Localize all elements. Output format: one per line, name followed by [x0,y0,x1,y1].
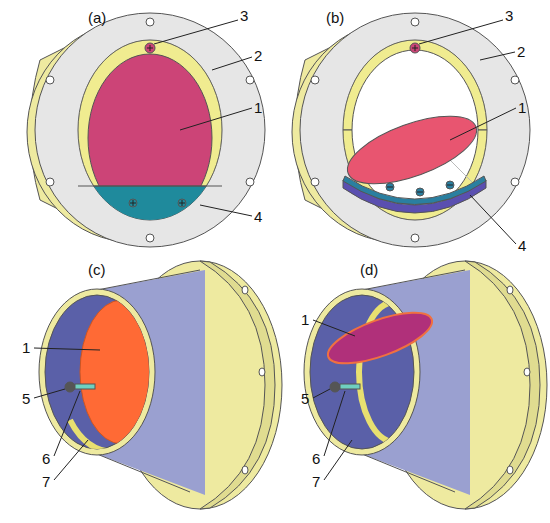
callout-number: 2 [254,48,262,63]
panel-c [34,261,282,509]
callout-number: 3 [240,8,248,23]
callout-number: 2 [517,44,525,59]
callout-number: 4 [518,238,526,253]
callout-number: 5 [22,391,30,406]
callout-number: 1 [254,100,262,115]
panel-label: (a) [88,10,106,25]
callout-number: 6 [42,451,50,466]
callout-number: 3 [505,8,513,23]
panel-label: (b) [326,10,344,25]
callout-number: 1 [518,100,526,115]
panel-a [27,13,265,247]
callout-number: 4 [254,209,262,224]
callout-number: 7 [42,474,50,489]
callout-number: 7 [312,474,320,489]
callout-number: 5 [301,391,309,406]
callout-number: 1 [301,312,309,327]
panel-b [292,13,530,247]
callout-number: 6 [312,451,320,466]
callout-number: 1 [22,340,30,355]
panel-d [304,261,547,509]
panel-label: (c) [88,262,106,277]
panel-label: (d) [360,262,378,277]
